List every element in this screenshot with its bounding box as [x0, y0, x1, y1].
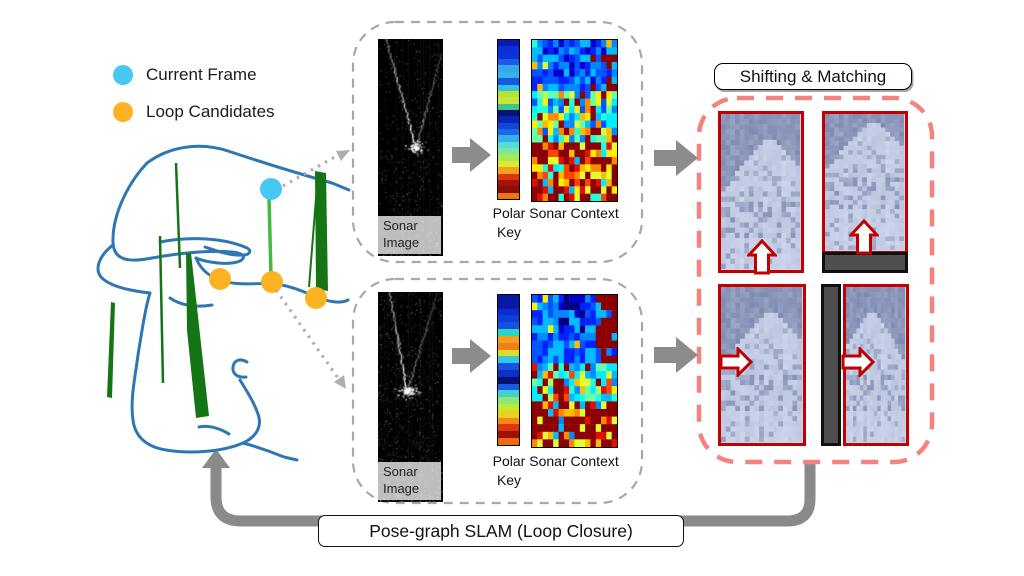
polar-key-band — [498, 295, 519, 302]
polar-key-band — [498, 103, 519, 110]
polar-key-band — [498, 173, 519, 180]
polar-key-band — [498, 109, 519, 117]
pipeline-box-current — [351, 20, 644, 264]
sonar-image-candidate: Sonar Image — [378, 292, 443, 502]
legend-current-frame-label: Current Frame — [146, 65, 257, 84]
polar-key-band — [498, 410, 519, 418]
polar-key-band — [498, 192, 519, 199]
sonar-image-label: Sonar Image — [378, 462, 441, 500]
polar-key-band — [498, 71, 519, 79]
column-shift-bar — [821, 284, 841, 446]
pose-graph-slam-label: Pose-graph SLAM (Loop Closure) — [318, 515, 684, 547]
polar-key-band — [498, 342, 519, 350]
loop-candidate-node — [209, 268, 231, 290]
polar-key-band — [498, 335, 519, 343]
node-to-box-connectors — [274, 152, 341, 379]
shift-right-arrow-icon — [841, 347, 875, 377]
sonar-image-label: Sonar Image — [378, 216, 441, 254]
connector-arrowhead-icon — [336, 150, 350, 161]
polar-key-band — [498, 90, 519, 98]
polar-key-band — [498, 59, 519, 66]
polar-key-band — [498, 356, 519, 364]
polar-key-band — [498, 160, 519, 168]
polar-key-band — [498, 308, 519, 316]
polar-key-band — [498, 315, 519, 323]
polar-key-band — [498, 78, 519, 85]
polar-key-band — [498, 376, 519, 384]
polar-key-band — [498, 322, 519, 330]
polar-key-band — [498, 390, 519, 398]
polar-key-band — [498, 122, 519, 130]
polar-key-band — [498, 129, 519, 136]
polar-key-caption: Polar Key — [492, 453, 526, 488]
polar-key-band — [498, 116, 519, 123]
polar-key-band — [498, 363, 519, 370]
shift-right-arrow-icon — [719, 347, 753, 377]
polar-key-band — [498, 46, 519, 53]
polar-key-band — [498, 52, 519, 60]
pose-nodes — [209, 178, 327, 309]
connector-arrowhead-icon — [334, 375, 346, 389]
polar-key-band — [498, 349, 519, 357]
loop-candidate-node — [305, 287, 327, 309]
polar-key-band — [498, 301, 519, 309]
arrow-right-icon — [452, 138, 491, 172]
shift-up-arrow-icon — [849, 219, 879, 255]
polar-key-band — [498, 417, 519, 425]
loop-arrowhead-icon — [202, 449, 230, 468]
loop-closure-edges — [107, 162, 328, 418]
current-frame-node — [260, 178, 282, 200]
polar-key-band — [498, 40, 519, 47]
polar-key-band — [498, 141, 519, 149]
polar-key-current — [497, 39, 520, 200]
shift-up-arrow-icon — [747, 239, 777, 275]
match-panel-bottom-left — [718, 284, 806, 446]
flow-arrows — [452, 138, 698, 373]
polar-key-band — [498, 397, 519, 404]
polar-key-band — [498, 424, 519, 432]
polar-key-band — [498, 383, 519, 391]
polar-key-band — [498, 438, 519, 445]
shifting-matching-title: Shifting & Matching — [714, 63, 912, 90]
arrow-right-icon — [452, 339, 491, 373]
polar-key-caption: Polar Key — [492, 205, 526, 240]
legend-current-frame-dot — [113, 65, 133, 85]
sonar-context-current — [531, 39, 618, 202]
polar-key-band — [498, 148, 519, 155]
legend-loop-candidates-dot — [113, 102, 133, 122]
legend-loop-candidates-label: Loop Candidates — [146, 102, 275, 121]
sonar-image-current: Sonar Image — [378, 39, 443, 256]
polar-key-band — [498, 369, 519, 377]
polar-key-band — [498, 186, 519, 193]
polar-key-band — [498, 167, 519, 174]
polar-key-band — [498, 329, 519, 336]
arrow-right-icon — [654, 337, 698, 373]
sonar-context-current-canvas — [532, 40, 617, 201]
polar-key-band — [498, 84, 519, 91]
polar-key-band — [498, 65, 519, 72]
arrow-right-icon — [654, 140, 698, 176]
row-shift-bar — [822, 252, 908, 273]
sonar-context-candidate — [531, 294, 618, 448]
sonar-context-caption: Sonar Context — [529, 453, 619, 469]
sonar-context-caption: Sonar Context — [529, 205, 619, 221]
polar-key-band — [498, 179, 519, 187]
pipeline-box-candidate — [351, 277, 644, 505]
polar-key-band — [498, 154, 519, 161]
sonar-context-candidate-canvas — [532, 295, 617, 447]
loop-candidate-node — [261, 271, 283, 293]
polar-key-band — [498, 404, 519, 411]
polar-key-candidate — [497, 294, 520, 446]
polar-key-band — [498, 431, 519, 439]
shifting-matching-box — [696, 95, 935, 465]
polar-key-band — [498, 135, 519, 142]
polar-key-band — [498, 97, 519, 104]
